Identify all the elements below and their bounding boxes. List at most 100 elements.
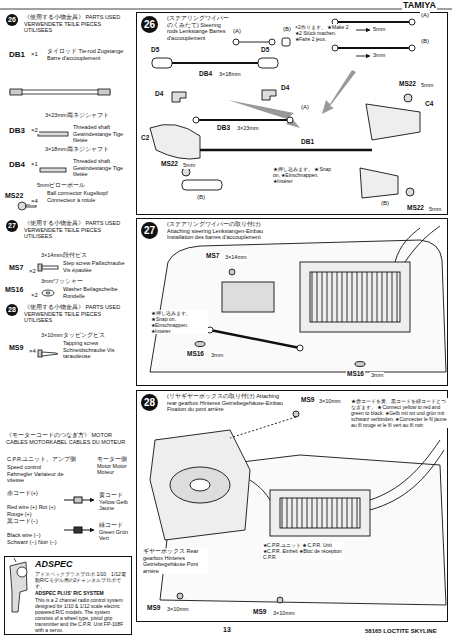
step-number: 27 xyxy=(141,222,158,239)
chassis-step27 xyxy=(222,282,274,312)
label-text: Threaded shaft Gewindestange Tige fileté… xyxy=(72,158,132,178)
heading-text: (ステアリングワイパーのくみたて) Steering rods Lenkstan… xyxy=(167,15,229,41)
part-code: DB1 xyxy=(8,50,26,60)
parts-icons xyxy=(38,132,68,136)
label-text: 3×10mm xyxy=(318,398,342,405)
step-number: 28 xyxy=(6,304,18,316)
label-text: 5mmピローボール xyxy=(36,182,86,189)
label-text: 5mm xyxy=(182,162,196,169)
label-text: タイロッド Tie-rod Zugstange Barre d'accouple… xyxy=(46,48,128,61)
label-text: ★赤コードを黄、黒コードを緑コードとつなぎます。 ★Connect yellow… xyxy=(350,398,448,428)
part-code: MS22 xyxy=(398,80,417,88)
chassis-step28 xyxy=(280,498,360,528)
part-code: MS7 xyxy=(205,252,220,260)
part-code: DB4 xyxy=(8,160,26,170)
parts-icons xyxy=(42,266,58,269)
parts-icons xyxy=(98,89,110,95)
parts-icons xyxy=(38,264,42,271)
step-panel: 26 (ステアリングワイパーのくみたて) Steering rods Lenkst… xyxy=(136,12,448,215)
part-code: D5 xyxy=(260,46,270,54)
steering-rod-parts xyxy=(322,70,356,114)
label-text: ×2 xyxy=(30,127,39,134)
step-number: 27 xyxy=(6,220,18,232)
label-text: Speed control Fahrregler Variateur de vi… xyxy=(6,464,68,484)
steering-rod-parts xyxy=(172,62,258,64)
steering-rod-parts xyxy=(409,19,415,25)
chassis-step28 xyxy=(250,440,444,510)
label-text: 5mm xyxy=(420,82,434,89)
label-text: ×1 xyxy=(30,161,39,168)
steering-rod-parts xyxy=(335,21,412,23)
heading-text: 《使用する小物金具》 PARTS USED VERWENDETE TEILE P… xyxy=(24,304,124,324)
label-text: ×2作ります。 ★Make 2 ★2 Stück machen. ★Faire … xyxy=(294,24,352,42)
steering-rod-parts xyxy=(332,45,338,51)
label-text: ×4 xyxy=(30,198,39,205)
label-text: モーター側 Motor Motor Moteur xyxy=(96,456,134,476)
label-text: 3×23mm両ネジシャフト xyxy=(44,112,110,119)
label-text: 3×14mm xyxy=(224,254,248,261)
chassis-step28 xyxy=(170,467,230,503)
part-code: MS22 xyxy=(160,160,179,168)
brand-logo: ADSPEC xyxy=(35,559,129,570)
steering-rod-parts xyxy=(150,124,200,159)
label-text: ×1 xyxy=(30,51,39,58)
steering-rod-parts xyxy=(182,180,222,190)
part-code: D5 xyxy=(150,46,160,54)
label-text: (B) xyxy=(420,38,430,45)
label-text: 3×10mm xyxy=(272,610,296,617)
step-number: 26 xyxy=(141,16,158,33)
parts-icons xyxy=(10,90,110,94)
label-text: ×2 xyxy=(30,292,39,299)
part-code: MS22 xyxy=(4,192,24,200)
part-code: MS9 xyxy=(300,396,315,404)
label-text: 3mm xyxy=(210,352,224,359)
steering-rod-parts xyxy=(182,168,190,176)
chassis-step27 xyxy=(210,330,300,348)
chassis-step27 xyxy=(150,240,446,372)
chassis-step27 xyxy=(310,272,400,322)
steering-rod-parts xyxy=(356,56,370,57)
chassis-step27 xyxy=(297,345,303,351)
steering-rod-parts xyxy=(150,19,420,198)
label-text: ギヤーボックス Rear gearbox Hinteres Getriebege… xyxy=(142,548,208,574)
label-text: 3mm xyxy=(370,372,384,379)
label-text: ★C.P.R.ユニット ★C.P.R. Unit ★C.P.R. Einheit… xyxy=(262,542,344,560)
steering-rod-parts xyxy=(356,30,370,31)
parts-icons xyxy=(42,352,58,356)
heading-text: 《使用する小物金具》 PARTS USED VERWENDETE TEILE P… xyxy=(24,14,124,34)
header-rule xyxy=(0,9,452,10)
label-text: 5mm xyxy=(372,26,386,33)
heading-text: アドスペックプラスプロポ 1/10、1/12電動R/Cモデル用の2チャンネルプロ… xyxy=(35,571,129,589)
label-text: 3×14mm段付ビス xyxy=(40,252,88,259)
label-text: 3×23mm xyxy=(236,125,260,132)
steering-rod-parts xyxy=(196,119,290,121)
steering-rod-parts xyxy=(335,47,412,49)
steering-rod-parts xyxy=(193,117,199,123)
parts-box: 27《使用する小物金具》 PARTS USED VERWENDETE TEILE… xyxy=(4,218,132,248)
label-text: Red wire (+) Rot (+) Rouge (+) xyxy=(6,504,64,517)
label-text: 3×10mmタッピングビス xyxy=(40,332,106,339)
steering-rod-parts xyxy=(360,168,398,198)
part-code: 13 xyxy=(222,626,232,634)
chassis-step28 xyxy=(177,593,183,599)
label-text: 5mm xyxy=(428,206,442,213)
label-text: 3mm xyxy=(372,52,386,59)
part-code: DB1 xyxy=(300,138,315,146)
heading-text: (ステアリングワイパーの取り付け) Attaching steering Len… xyxy=(167,221,267,241)
part-code: MS22 xyxy=(406,204,425,212)
label-text: (A) xyxy=(232,28,242,35)
chassis-step28 xyxy=(230,417,296,438)
part-code: MS9 xyxy=(252,608,267,616)
motor-cable-diagram xyxy=(74,527,82,533)
label-text: 黄コード Yellow Gelb Jaune xyxy=(98,492,134,512)
label-text: ★押し込みます。 ★Snap on. ★Einschnappen. ★Insér… xyxy=(272,166,334,184)
steering-rod-parts xyxy=(366,104,420,140)
part-code: TAMIYA xyxy=(402,0,437,11)
steering-rod-parts xyxy=(287,117,293,123)
steering-rod-parts xyxy=(233,39,239,45)
step-number: 28 xyxy=(141,394,158,411)
heading-text: This is a 2 channel radio control system… xyxy=(35,597,129,633)
chassis-step28 xyxy=(270,490,370,536)
steering-rod-parts xyxy=(200,149,372,152)
chassis-step28 xyxy=(150,430,250,540)
